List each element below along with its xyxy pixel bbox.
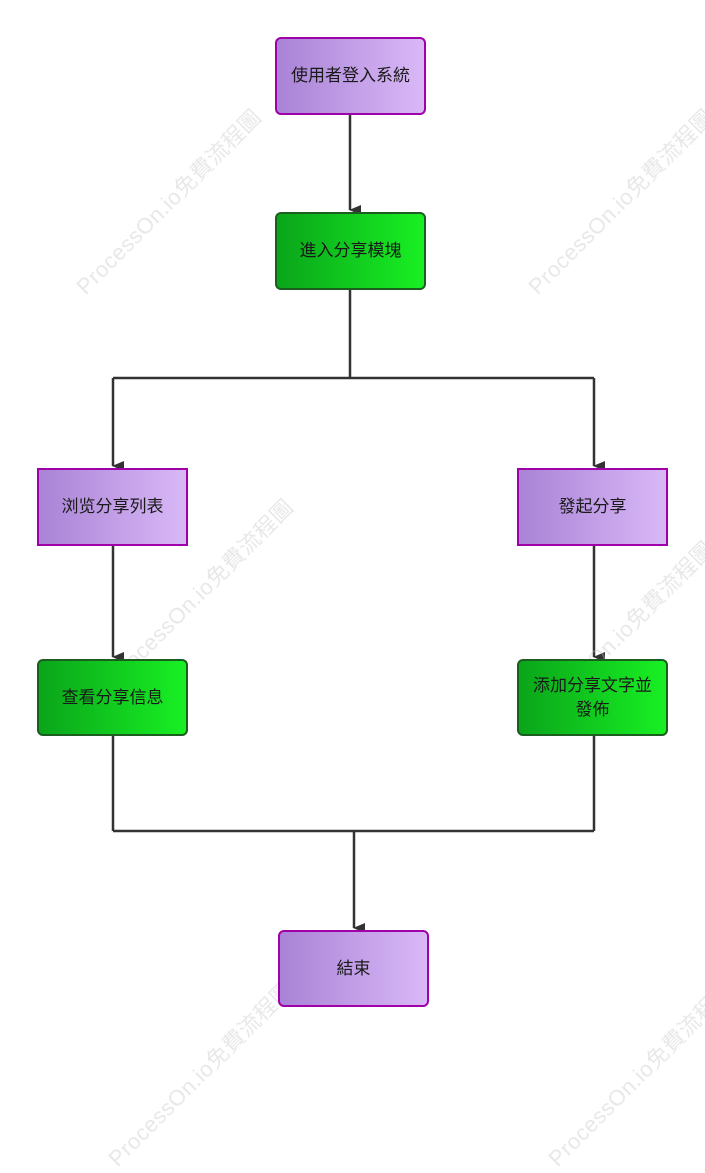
node-browse-share-list: 浏览分享列表	[37, 468, 188, 546]
node-browse-label: 浏览分享列表	[61, 497, 164, 517]
node-initiate-label: 發起分享	[558, 497, 627, 517]
node-login-label: 使用者登入系統	[291, 66, 410, 86]
node-end-label: 結束	[336, 958, 371, 979]
node-initiate-share: 發起分享	[517, 468, 668, 546]
node-add-label: 添加分享文字並發佈	[533, 675, 652, 720]
node-enter-share-module: 進入分享模塊	[275, 212, 426, 290]
node-login: 使用者登入系統	[275, 37, 426, 115]
node-add-share-text: 添加分享文字並發佈	[517, 659, 668, 736]
node-view-share-info: 查看分享信息	[37, 659, 188, 736]
node-view-label: 查看分享信息	[61, 687, 164, 708]
node-enter-label: 進入分享模塊	[299, 241, 402, 261]
node-end: 結束	[278, 930, 429, 1007]
flowchart-connectors	[111, 115, 605, 933]
